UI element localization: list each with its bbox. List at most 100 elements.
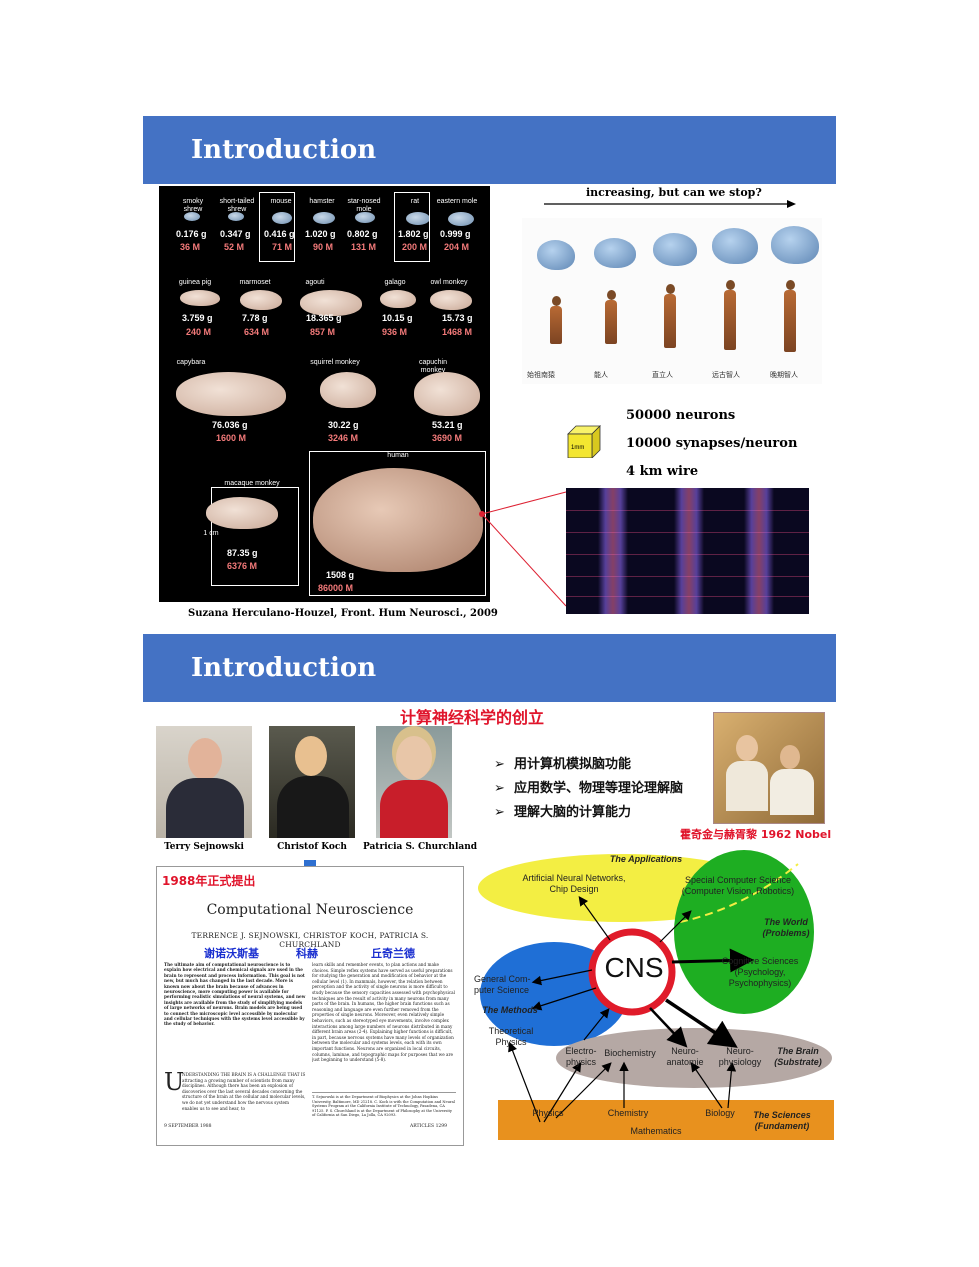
photo-sejnowski	[156, 726, 252, 838]
stat-synapses: 10000 synapses/neuron	[626, 436, 798, 451]
diagram-special-cs: Special Computer Science (Computer Visio…	[681, 875, 795, 896]
brain-name: rat	[410, 198, 420, 205]
brain-mass: 0.802 g	[347, 229, 378, 239]
brain-image	[320, 372, 376, 408]
diagram-ann: Artificial Neural Networks, Chip Design	[522, 873, 626, 894]
photo-koch	[269, 726, 355, 838]
evolution-title: increasing, but can we stop?	[586, 186, 762, 199]
brain-image	[184, 212, 200, 221]
paper-cn-author-2: 科赫	[296, 947, 318, 960]
brain-icon	[771, 226, 819, 264]
neuron-count: 36 M	[180, 242, 201, 252]
paper-card	[156, 866, 464, 1146]
brain-image	[414, 372, 480, 416]
diagram-neuroanat: Neuro- anatomie	[666, 1046, 704, 1067]
citation: Suzana Herculano-Houzel, Front. Hum Neur…	[188, 608, 498, 619]
macaque-name: macaque monkey	[224, 480, 280, 487]
bullet-3: ➢ 理解大脑的计算能力	[494, 805, 631, 820]
diagram-electro: Electro- physics	[565, 1046, 597, 1067]
highlight-box	[394, 192, 430, 262]
human-count: 86000 M	[318, 583, 354, 593]
diagram-brain: The Brain (Substrate)	[774, 1046, 822, 1067]
brain-mass: 1.802 g	[398, 229, 429, 239]
slide1-header: Introduction	[143, 116, 836, 184]
slide2-title: 计算神经科学的创立	[400, 708, 545, 727]
neuron-count: 240 M	[186, 327, 212, 337]
evolution-caption: 晚期智人	[770, 371, 798, 379]
brain-name: galago	[384, 279, 406, 286]
cube-label: 1mm	[571, 445, 585, 451]
brain-name: eastern mole	[436, 198, 478, 205]
human-name: human	[387, 452, 409, 459]
neuron-count: 936 M	[382, 327, 408, 337]
neuron-count: 3690 M	[432, 433, 463, 443]
brain-image	[380, 290, 416, 308]
brain-icon	[537, 240, 575, 270]
brain-image	[176, 372, 286, 416]
brain-icon	[653, 233, 697, 266]
zoom-lines	[479, 491, 567, 607]
cube-icon	[567, 425, 601, 458]
neuron-count: 71 M	[272, 242, 293, 252]
name-churchland: Patricia S. Churchland	[362, 842, 478, 852]
brain-mass: 0.176 g	[176, 229, 207, 239]
brain-image	[430, 290, 472, 310]
paper-body-left: NDERSTANDING THE BRAIN IS A CHALLENGE TH…	[182, 1072, 306, 1111]
diagram-physics: Physics	[532, 1108, 564, 1118]
macaque-mass: 87.35 g	[227, 548, 258, 558]
paper-dropcap: U	[164, 1068, 185, 1096]
macaque-count: 6376 M	[227, 561, 258, 571]
diagram-neurophys: Neuro- physiology	[718, 1046, 762, 1067]
hominid-figure	[550, 296, 562, 346]
diagram-sciences: The Sciences (Fundament)	[753, 1110, 811, 1131]
brain-image	[313, 212, 335, 224]
stat-wire: 4 km wire	[626, 464, 699, 479]
bullet-1-text: 用计算机模拟脑功能	[513, 757, 631, 772]
human-mass: 1508 g	[326, 570, 355, 580]
hominid-figure	[724, 280, 736, 350]
brain-image	[228, 212, 244, 221]
diagram-mathematics: Mathematics	[630, 1126, 682, 1136]
brain-name: capuchin monkey	[418, 359, 448, 374]
brain-mass: 1.020 g	[305, 229, 336, 239]
diagram-biochem: Biochemistry	[604, 1048, 656, 1058]
neuron-count: 3246 M	[328, 433, 359, 443]
macaque-box	[211, 487, 299, 586]
human-box	[309, 451, 486, 596]
diagram-chemistry: Chemistry	[607, 1108, 649, 1118]
bullet-2-text: 应用数学、物理等理论理解脑	[513, 781, 683, 796]
diagram-applications: The Applications	[609, 854, 683, 864]
brain-name: mouse	[270, 198, 292, 205]
brain-name: owl monkey	[430, 279, 468, 286]
neuron-count: 634 M	[244, 327, 270, 337]
neuron-count: 131 M	[351, 242, 377, 252]
brain-mass: 30.22 g	[328, 420, 359, 430]
diagram-general-cs: General Com- puter Science	[474, 974, 531, 995]
paper-title: Computational Neuroscience	[206, 902, 414, 918]
brain-mass: 10.15 g	[382, 313, 413, 323]
brain-icon	[594, 238, 636, 268]
neuron-count: 90 M	[313, 242, 334, 252]
photo-hodgkin-huxley	[713, 712, 825, 824]
diagram-theoretical: Theoretical Physics	[488, 1026, 534, 1047]
brain-name: hamster	[309, 198, 335, 205]
paper-cn-author-3: 丘奇兰德	[371, 947, 415, 960]
cns-label: CNS	[604, 952, 664, 983]
nobel-label: 霍奇金与赫胥黎 1962 Nobel	[680, 828, 832, 841]
bullet-2: ➢ 应用数学、物理等理论理解脑	[494, 781, 683, 796]
evolution-caption: 直立人	[652, 371, 673, 379]
brain-mass: 53.21 g	[432, 420, 463, 430]
hominid-figure	[784, 280, 796, 352]
hominid-figure	[664, 284, 676, 348]
name-koch: Christof Koch	[277, 842, 347, 852]
brain-name: squirrel monkey	[310, 359, 360, 366]
paper-year-label: 1988年正式提出	[162, 874, 256, 888]
evolution-caption: 远古智人	[712, 371, 740, 379]
paper-affiliation: T. Sejnowski is at the Department of Bio…	[312, 1092, 456, 1123]
photo-churchland	[376, 726, 452, 838]
brain-mass: 0.999 g	[440, 229, 471, 239]
brain-image	[180, 290, 220, 306]
paper-authors: TERRENCE J. SEJNOWSKI, CHRISTOF KOCH, PA…	[191, 931, 429, 949]
brain-mass: 18.365 g	[306, 313, 342, 323]
neuron-count: 1468 M	[442, 327, 473, 337]
